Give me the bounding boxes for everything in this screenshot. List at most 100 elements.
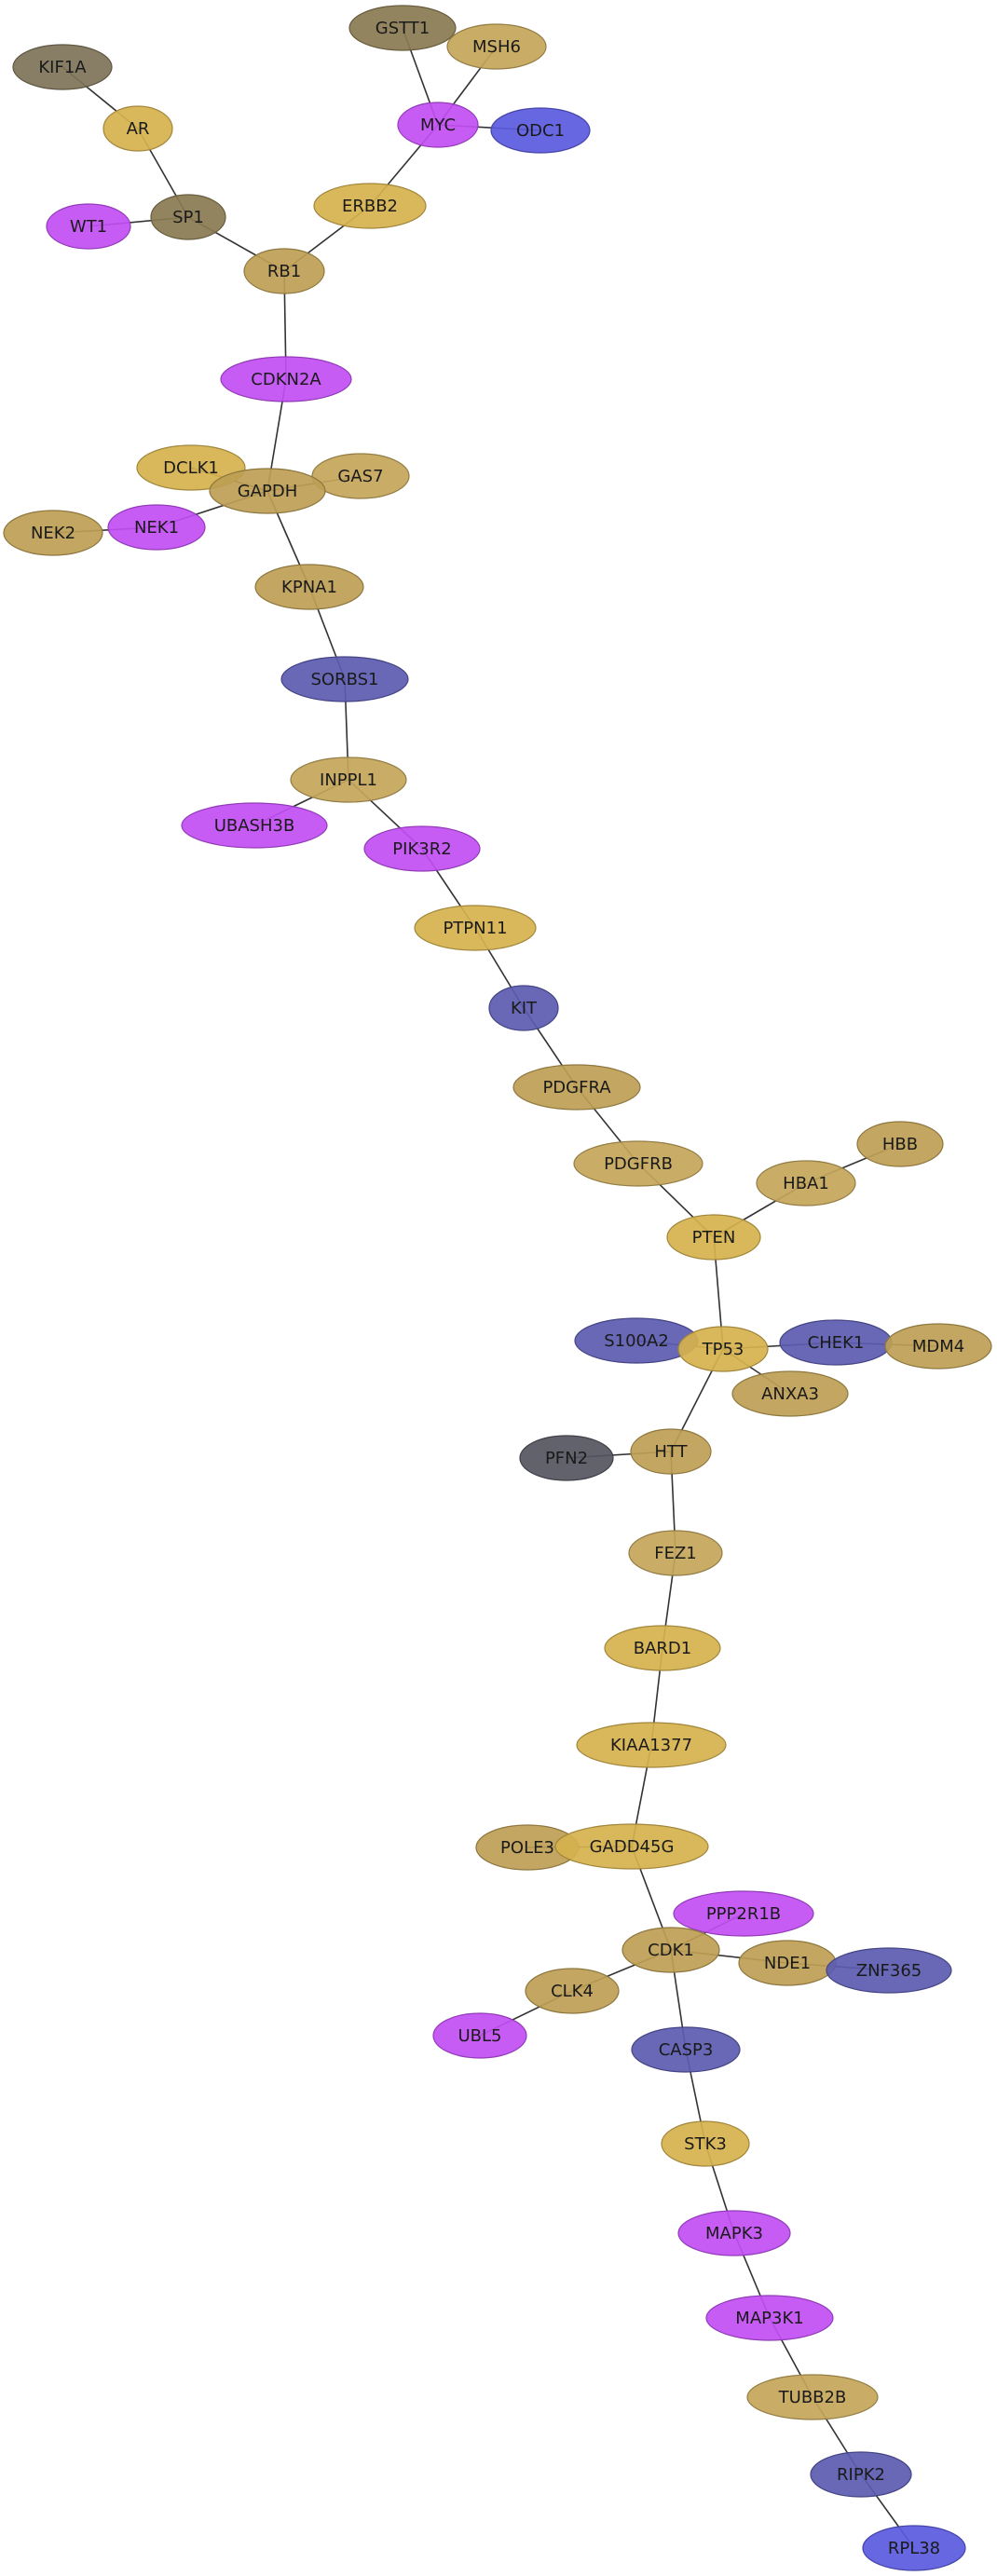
node-shape xyxy=(290,756,407,803)
node-label: GAPDH xyxy=(238,482,298,501)
node-erbb2[interactable]: ERBB2 xyxy=(313,183,427,229)
node-shape xyxy=(102,105,173,152)
node-label: WT1 xyxy=(70,217,107,237)
node-nek1[interactable]: NEK1 xyxy=(107,504,206,551)
node-label: POLE3 xyxy=(500,1838,554,1858)
node-shape xyxy=(313,183,427,229)
node-s100a2[interactable]: S100A2 xyxy=(574,1317,699,1364)
node-kif1a[interactable]: KIF1A xyxy=(12,44,113,90)
node-ubash3b[interactable]: UBASH3B xyxy=(181,802,328,849)
node-stk3[interactable]: STK3 xyxy=(661,2120,750,2167)
node-shape xyxy=(604,1625,721,1671)
node-label: HBB xyxy=(882,1135,918,1154)
node-label: RIPK2 xyxy=(837,2465,885,2485)
node-label: CASP3 xyxy=(659,2040,714,2060)
node-nek2[interactable]: NEK2 xyxy=(3,510,103,556)
node-gas7[interactable]: GAS7 xyxy=(311,453,410,499)
node-label: CDKN2A xyxy=(251,370,321,389)
node-shape xyxy=(576,1722,727,1768)
node-label: PTEN xyxy=(692,1228,736,1247)
node-odc1[interactable]: ODC1 xyxy=(490,107,591,154)
node-znf365[interactable]: ZNF365 xyxy=(826,1947,952,1994)
node-gadd45g[interactable]: GADD45G xyxy=(554,1823,709,1870)
node-shape xyxy=(631,2026,741,2073)
node-cdkn2a[interactable]: CDKN2A xyxy=(220,356,352,402)
node-shape xyxy=(884,1323,992,1370)
node-label: CLK4 xyxy=(551,1982,594,2001)
node-label: ZNF365 xyxy=(856,1961,922,1981)
node-label: PDGFRA xyxy=(542,1078,611,1097)
node-gapdh[interactable]: GAPDH xyxy=(209,468,326,514)
node-label: RB1 xyxy=(267,262,301,281)
node-casp3[interactable]: CASP3 xyxy=(631,2026,741,2073)
node-ar[interactable]: AR xyxy=(102,105,173,152)
node-mdm4[interactable]: MDM4 xyxy=(884,1323,992,1370)
node-hba1[interactable]: HBA1 xyxy=(756,1160,856,1206)
node-kpna1[interactable]: KPNA1 xyxy=(254,564,364,610)
node-label: PPP2R1B xyxy=(706,1904,781,1924)
node-label: AR xyxy=(127,119,150,139)
node-htt[interactable]: HTT xyxy=(630,1428,712,1475)
node-shape xyxy=(446,23,547,70)
node-bard1[interactable]: BARD1 xyxy=(604,1625,721,1671)
node-shape xyxy=(254,564,364,610)
node-clk4[interactable]: CLK4 xyxy=(525,1968,620,2014)
node-cdk1[interactable]: CDK1 xyxy=(621,1927,720,1973)
node-shape xyxy=(150,194,226,240)
node-shape xyxy=(3,510,103,556)
node-label: RPL38 xyxy=(888,2539,940,2558)
node-shape xyxy=(363,825,481,872)
node-pfn2[interactable]: PFN2 xyxy=(519,1435,614,1481)
node-ubl5[interactable]: UBL5 xyxy=(432,2012,527,2059)
node-hbb[interactable]: HBB xyxy=(856,1121,944,1167)
node-kiaa1377[interactable]: KIAA1377 xyxy=(576,1722,727,1768)
node-label: MAP3K1 xyxy=(735,2309,803,2328)
node-label: GADD45G xyxy=(590,1837,675,1857)
node-myc[interactable]: MYC xyxy=(397,102,479,148)
node-mapk3[interactable]: MAPK3 xyxy=(677,2210,791,2256)
node-label: MSH6 xyxy=(472,37,521,57)
node-label: ANXA3 xyxy=(761,1384,819,1404)
node-pten[interactable]: PTEN xyxy=(666,1214,761,1261)
node-gstt1[interactable]: GSTT1 xyxy=(348,5,457,51)
node-anxa3[interactable]: ANXA3 xyxy=(731,1370,849,1417)
node-pdgfra[interactable]: PDGFRA xyxy=(512,1064,641,1111)
node-shape xyxy=(628,1530,723,1576)
node-sp1[interactable]: SP1 xyxy=(150,194,226,240)
node-ripk2[interactable]: RIPK2 xyxy=(810,2451,912,2498)
node-label: PFN2 xyxy=(545,1449,588,1468)
node-sorbs1[interactable]: SORBS1 xyxy=(280,656,409,702)
node-ppp2r1b[interactable]: PPP2R1B xyxy=(673,1890,814,1937)
node-shape xyxy=(677,1326,769,1372)
node-nde1[interactable]: NDE1 xyxy=(738,1940,837,1986)
node-tp53[interactable]: TP53 xyxy=(677,1326,769,1372)
node-label: MAPK3 xyxy=(705,2224,763,2243)
node-label: SORBS1 xyxy=(310,670,378,689)
node-pole3[interactable]: POLE3 xyxy=(475,1824,580,1871)
node-fez1[interactable]: FEZ1 xyxy=(628,1530,723,1576)
node-shape xyxy=(666,1214,761,1261)
node-pdgfrb[interactable]: PDGFRB xyxy=(573,1140,703,1187)
node-label: KPNA1 xyxy=(281,578,337,597)
node-label: KIAA1377 xyxy=(610,1736,692,1755)
node-label: TUBB2B xyxy=(778,2388,847,2407)
node-label: MDM4 xyxy=(912,1337,964,1356)
node-inppl1[interactable]: INPPL1 xyxy=(290,756,407,803)
node-label: STK3 xyxy=(684,2134,727,2154)
node-wt1[interactable]: WT1 xyxy=(46,203,131,250)
node-rpl38[interactable]: RPL38 xyxy=(862,2525,966,2571)
node-kit[interactable]: KIT xyxy=(488,985,559,1031)
node-ptpn11[interactable]: PTPN11 xyxy=(414,905,537,951)
node-tubb2b[interactable]: TUBB2B xyxy=(746,2374,879,2420)
node-label: NDE1 xyxy=(764,1954,811,1973)
node-msh6[interactable]: MSH6 xyxy=(446,23,547,70)
node-chek1[interactable]: CHEK1 xyxy=(779,1319,893,1366)
node-pik3r2[interactable]: PIK3R2 xyxy=(363,825,481,872)
node-shape xyxy=(677,2210,791,2256)
node-shape xyxy=(826,1947,952,1994)
node-shape xyxy=(630,1428,712,1475)
node-shape xyxy=(525,1968,620,2014)
node-map3k1[interactable]: MAP3K1 xyxy=(705,2295,834,2341)
node-rb1[interactable]: RB1 xyxy=(243,248,325,294)
node-label: DCLK1 xyxy=(163,458,219,478)
